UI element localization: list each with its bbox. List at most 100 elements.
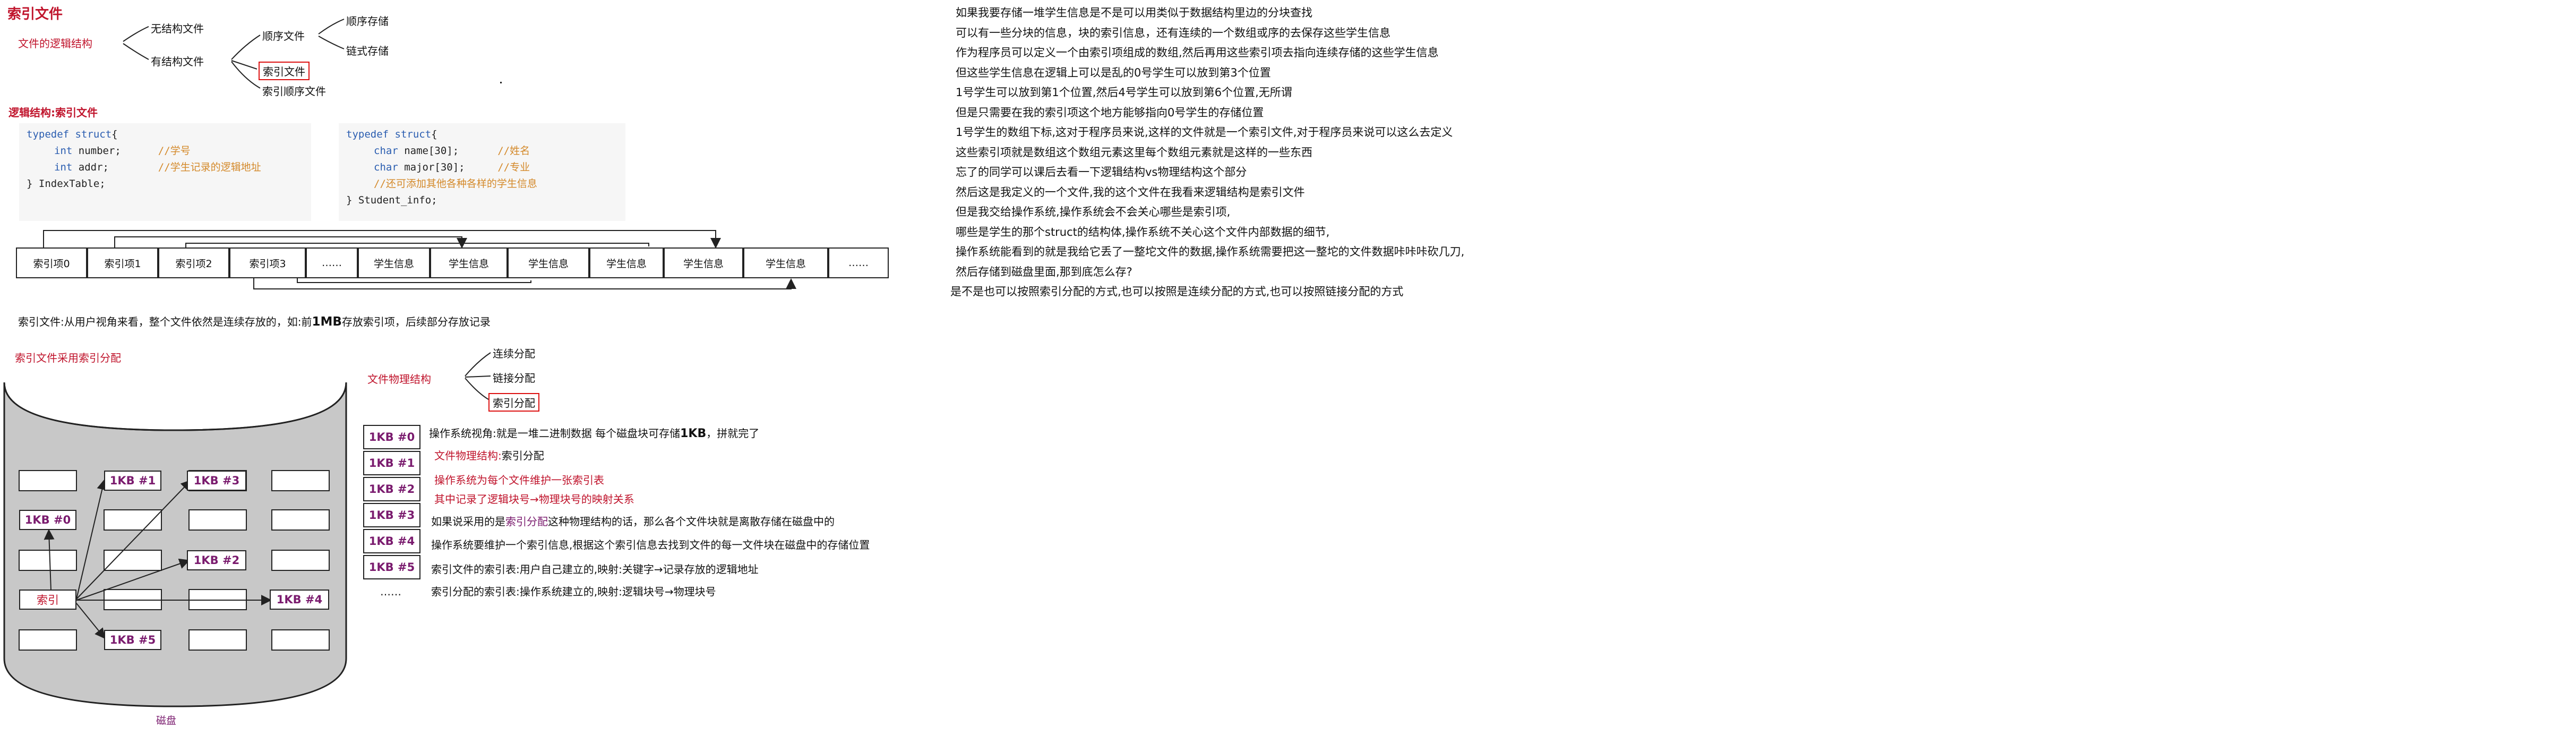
right-note-line: 1号学生的数组下标,这对于程序员来说,这样的文件就是一个索引文件,对于程序员来说… (956, 126, 1453, 139)
code-keyword: char (374, 145, 398, 157)
student-info-cell: 学生信息 (589, 247, 664, 278)
right-note-line: 但是只需要在我的索引项这个地方能够指向0号学生的存储位置 (956, 106, 1264, 119)
right-note-line: 如果我要存储一堆学生信息是不是可以用类似于数据结构里边的分块查找 (956, 6, 1312, 19)
note-bold: 1KB (680, 427, 707, 440)
right-note-line: 作为程序员可以定义一个由索引项组成的数组,然后再用这些索引项去指向连续存储的这些… (956, 46, 1439, 59)
note-text: 这种物理结构的话，那么各个文件块就是离散存储在磁盘中的 (548, 515, 835, 528)
linked-allocation-node: 链接分配 (493, 372, 535, 385)
note-os-index-table: 操作系统为每个文件维护一张索引表 (434, 474, 604, 486)
ellipsis-cell: …… (306, 247, 358, 278)
code-field: major[30]; (404, 161, 465, 173)
index-table-entry: 1KB #5 (363, 555, 420, 579)
right-note-line: 然后存储到磁盘里面,那到底怎么存? (956, 265, 1132, 278)
student-info-struct-code: typedef struct{ char name[30];//姓名 char … (339, 123, 625, 221)
index-file-caption: 索引文件:从用户视角来看，整个文件依然是连续存放的，如:前1MB存放索引项，后续… (18, 313, 491, 329)
disk-block-0: 1KB #0 (19, 510, 76, 530)
disk-block-3: 1KB #3 (187, 471, 246, 491)
file-physical-structure-label: 文件物理结构 (367, 373, 431, 386)
unstructured-file-node: 无结构文件 (151, 22, 204, 35)
code-comment: //学号 (158, 145, 191, 157)
disk-block-5: 1KB #5 (104, 630, 161, 650)
code-closing: } Student_info; (346, 194, 437, 206)
code-keyword: int (54, 161, 73, 173)
note-os-index-table-mapping: 索引分配的索引表:操作系统建立的,映射:逻辑块号→物理块号 (431, 585, 716, 598)
indexed-sequential-file-node: 索引顺序文件 (262, 85, 326, 98)
index-allocation-heading: 索引文件采用索引分配 (15, 352, 121, 364)
caption-bold: 1MB (312, 315, 342, 329)
sequential-storage-node: 顺序存储 (346, 15, 389, 28)
contiguous-allocation-node: 连续分配 (493, 347, 535, 360)
index-table-entry: 1KB #3 (363, 503, 420, 527)
caption-text: 索引文件:从用户视角来看，整个文件依然是连续存放的，如:前 (18, 315, 312, 328)
right-note-line: 哪些是学生的那个struct的结构体,操作系统不关心这个文件内部数据的细节, (956, 225, 1330, 238)
index-table-entry: 1KB #1 (363, 451, 420, 475)
sequential-file-node: 顺序文件 (262, 30, 305, 42)
right-note-line: 但是我交给操作系统,操作系统会不会关心哪些是索引项, (956, 206, 1231, 218)
note-user-index-table: 索引文件的索引表:用户自己建立的,映射:关键字→记录存放的逻辑地址 (431, 563, 759, 576)
right-note-line: 是不是也可以按照索引分配的方式,也可以按照是连续分配的方式,也可以按照链接分配的… (950, 285, 1404, 298)
caption-text: 存放索引项，后续部分存放记录 (341, 315, 491, 328)
code-comment: //学生记录的逻辑地址 (158, 161, 261, 173)
ellipsis-cell: …… (828, 247, 889, 278)
chain-storage-node: 链式存储 (346, 45, 389, 57)
note-physical-structure: 文件物理结构:索引分配 (434, 447, 544, 463)
note-mapping: 其中记录了逻辑块号→物理块号的映射关系 (434, 493, 634, 506)
indexed-file-node: 索引文件 (259, 62, 310, 80)
code-keyword: int (54, 145, 73, 157)
code-closing: } IndexTable; (27, 178, 106, 190)
disk-block-2: 1KB #2 (187, 550, 246, 570)
right-note-line: 忘了的同学可以课后去看一下逻辑结构vs物理结构这个部分 (956, 166, 1247, 178)
student-info-cell: 学生信息 (664, 247, 743, 278)
right-note-line: 然后这是我定义的一个文件,我的这个文件在我看来逻辑结构是索引文件 (956, 185, 1305, 199)
disk-index-block: 索引 (19, 590, 76, 610)
stray-dot (500, 82, 502, 83)
disk-drawing (3, 382, 347, 707)
student-info-cell: 学生信息 (508, 247, 589, 278)
code-field: name[30]; (404, 145, 459, 157)
code-keyword: char (374, 161, 398, 173)
code-field: number; (78, 145, 121, 157)
index-entry-cell: 索引项2 (158, 247, 229, 278)
right-note-line: 这些索引项就是数组这个数组元素这里每个数组元素就是这样的一些东西 (956, 146, 1312, 159)
note-text: 操作系统视角:就是一堆二进制数据 每个磁盘块可存储 (429, 427, 681, 440)
tree-connectors (123, 19, 345, 89)
code-field: addr; (78, 161, 109, 173)
physical-tree-connectors (465, 352, 491, 400)
note-discrete-storage: 如果说采用的是索引分配这种物理结构的话，那么各个文件块就是离散存储在磁盘中的 (431, 513, 835, 528)
note-text: 文件物理结构: (434, 449, 502, 462)
code-keyword: typedef struct (27, 129, 112, 140)
indexed-allocation-node: 索引分配 (488, 393, 539, 412)
structured-file-node: 有结构文件 (151, 55, 204, 68)
disk-label: 磁盘 (156, 715, 177, 727)
index-table-struct-code: typedef struct{ int number; //学号 int addr… (19, 123, 311, 221)
disk-block-1: 1KB #1 (104, 471, 161, 491)
logical-structure-index-file-label: 逻辑结构:索引文件 (8, 106, 98, 119)
right-note-line: 1号学生可以放到第1个位置,然后4号学生可以放到第6个位置,无所谓 (956, 86, 1292, 99)
code-comment: //还可添加其他各种各样的学生信息 (374, 178, 537, 190)
note-text: 索引分配 (501, 449, 544, 462)
right-note-line: 操作系统能看到的就是我给它丢了一整坨文件的数据,操作系统需要把这一整坨的文件数据… (956, 245, 1465, 258)
student-info-cell: 学生信息 (358, 247, 430, 278)
code-comment: //姓名 (497, 145, 530, 157)
index-table-entry: 1KB #0 (363, 425, 420, 449)
note-highlight: 索引分配 (505, 515, 548, 528)
index-entry-cell: 索引项1 (87, 247, 158, 278)
logical-structure-label: 文件的逻辑结构 (18, 37, 92, 50)
code-brace: { (111, 129, 118, 140)
index-entry-cell: 索引项3 (229, 247, 306, 278)
note-text: ，拼就完了 (706, 427, 760, 440)
index-table-entry: 1KB #4 (363, 529, 420, 553)
student-info-cell: 学生信息 (743, 247, 828, 278)
code-brace: { (431, 129, 437, 140)
note-text: 如果说采用的是 (431, 515, 505, 528)
index-table-ellipsis: …… (380, 585, 401, 598)
index-pointer-arrows (43, 230, 796, 289)
note-os-view: 操作系统视角:就是一堆二进制数据 每个磁盘块可存储1KB，拼就完了 (429, 425, 759, 440)
right-note-line: 可以有一些分块的信息，块的索引信息，还有连续的一个数组或序的去保存这些学生信息 (956, 26, 1390, 39)
code-comment: //专业 (497, 161, 530, 173)
disk-block-4: 1KB #4 (270, 590, 329, 610)
note-os-maintains-index: 操作系统要维护一个索引信息,根据这个索引信息去找到文件的每一文件块在磁盘中的存储… (431, 539, 870, 551)
index-entry-cell: 索引项0 (16, 247, 87, 278)
page-title: 索引文件 (7, 6, 63, 22)
right-note-line: 但这些学生信息在逻辑上可以是乱的0号学生可以放到第3个位置 (956, 66, 1271, 79)
